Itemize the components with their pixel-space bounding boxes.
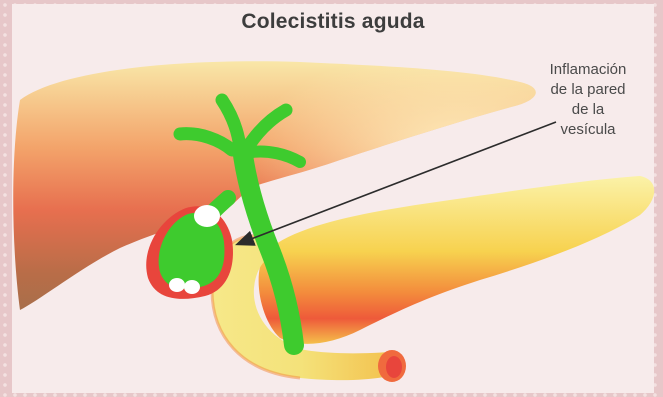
annotation-label: Inflamación de la pared de la vesícula (520, 60, 656, 140)
annotation-line: de la pared (520, 80, 656, 100)
pancreas (259, 176, 655, 344)
annotation-line: Inflamación (520, 60, 656, 80)
annotation-line: de la (520, 100, 656, 120)
gallstone (184, 280, 200, 294)
gallstone (194, 205, 220, 227)
gallstone (169, 278, 185, 292)
annotation-line: vesícula (520, 120, 656, 140)
